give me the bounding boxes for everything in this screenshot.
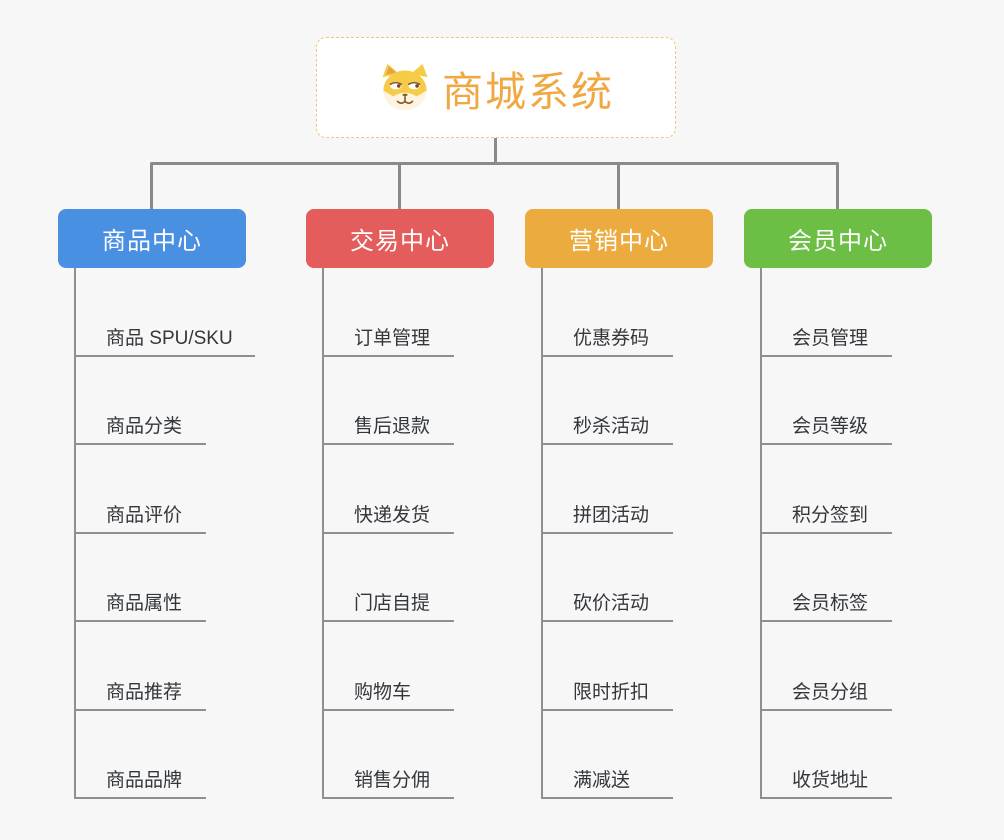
branch-node-trade-center[interactable]: 交易中心 — [306, 209, 494, 268]
branch-children-marketing-center: 优惠券码 秒杀活动 拼团活动 砍价活动 限时折扣 满减送 — [541, 268, 673, 799]
root-node-title: 商城系统 — [442, 68, 614, 115]
child-node[interactable]: 拼团活动 — [543, 445, 673, 534]
child-node[interactable]: 订单管理 — [324, 268, 454, 357]
branch-node-product-center[interactable]: 商品中心 — [58, 209, 246, 268]
child-node[interactable]: 商品分类 — [76, 357, 206, 445]
branch-column-member-center: 会员中心 会员管理 会员等级 积分签到 会员标签 会员分组 收货地址 — [744, 209, 932, 799]
branch-children-trade-center: 订单管理 售后退款 快递发货 门店自提 购物车 销售分佣 — [322, 268, 454, 799]
child-node[interactable]: 门店自提 — [324, 534, 454, 622]
child-node[interactable]: 优惠券码 — [543, 268, 673, 357]
child-node[interactable]: 商品属性 — [76, 534, 206, 622]
child-node[interactable]: 满减送 — [543, 711, 673, 799]
root-node-mall-system[interactable]: 商城系统 — [316, 37, 676, 138]
child-node[interactable]: 秒杀活动 — [543, 357, 673, 445]
shiba-dog-icon — [382, 63, 428, 110]
child-node[interactable]: 商品 SPU/SKU — [76, 268, 255, 357]
branch-column-trade-center: 交易中心 订单管理 售后退款 快递发货 门店自提 购物车 销售分佣 — [306, 209, 494, 799]
connector-branch-stub — [836, 164, 839, 210]
child-node[interactable]: 会员等级 — [762, 357, 892, 445]
branch-children-product-center: 商品 SPU/SKU 商品分类 商品评价 商品属性 商品推荐 商品品牌 — [74, 268, 255, 799]
child-node[interactable]: 会员管理 — [762, 268, 892, 357]
child-node[interactable]: 收货地址 — [762, 711, 892, 799]
branch-node-member-center[interactable]: 会员中心 — [744, 209, 932, 268]
branch-children-member-center: 会员管理 会员等级 积分签到 会员标签 会员分组 收货地址 — [760, 268, 892, 799]
branch-column-product-center: 商品中心 商品 SPU/SKU 商品分类 商品评价 商品属性 商品推荐 商品品牌 — [58, 209, 255, 799]
child-node[interactable]: 销售分佣 — [324, 711, 454, 799]
branch-column-marketing-center: 营销中心 优惠券码 秒杀活动 拼团活动 砍价活动 限时折扣 满减送 — [525, 209, 713, 799]
connector-root-stub — [494, 138, 497, 164]
child-node[interactable]: 砍价活动 — [543, 534, 673, 622]
child-node[interactable]: 商品推荐 — [76, 622, 206, 711]
connector-branch-stub — [150, 164, 153, 210]
child-node[interactable]: 会员标签 — [762, 534, 892, 622]
child-node[interactable]: 限时折扣 — [543, 622, 673, 711]
child-node[interactable]: 购物车 — [324, 622, 454, 711]
child-node[interactable]: 售后退款 — [324, 357, 454, 445]
child-node[interactable]: 商品评价 — [76, 445, 206, 534]
child-node[interactable]: 快递发货 — [324, 445, 454, 534]
child-node[interactable]: 会员分组 — [762, 622, 892, 711]
child-node[interactable]: 商品品牌 — [76, 711, 206, 799]
branch-node-marketing-center[interactable]: 营销中心 — [525, 209, 713, 268]
connector-horizontal-line — [150, 162, 839, 165]
connector-branch-stub — [617, 164, 620, 210]
child-node[interactable]: 积分签到 — [762, 445, 892, 534]
connector-branch-stub — [398, 164, 401, 210]
